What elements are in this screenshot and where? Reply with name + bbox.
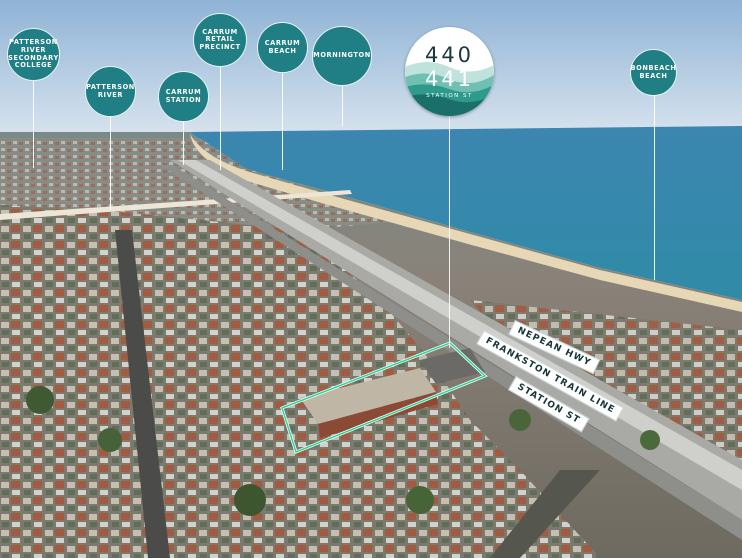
pin-carrum-station: CARRUM STATION — [158, 71, 209, 122]
brand-number-top: 440 — [424, 43, 475, 67]
pin-label: PATTERSON RIVER — [86, 82, 135, 99]
pin-label: BONBEACH BEACH — [630, 63, 677, 80]
pin-stem — [654, 94, 655, 280]
pin-label: CARRUM BEACH — [264, 38, 301, 55]
pin-stem — [183, 120, 184, 165]
pin-stem — [282, 72, 283, 170]
pin-stem — [220, 66, 221, 170]
brand-number-bottom: 441 — [424, 67, 475, 91]
pin-carrum-beach: CARRUM BEACH — [257, 22, 308, 73]
pin-label: CARRUM STATION — [165, 87, 202, 104]
pin-carrum-retail-precinct: CARRUM RETAIL PRECINCT — [193, 13, 247, 67]
pin-stem — [33, 80, 34, 168]
pin-label: MORNINGTON — [313, 51, 371, 60]
pin-patterson-river: PATTERSON RIVER — [85, 66, 136, 117]
pin-stem — [449, 116, 450, 348]
pin-mornington: MORNINGTON — [312, 26, 372, 86]
pin-stem — [110, 114, 111, 210]
wave-graphic — [405, 62, 494, 116]
pin-stem — [342, 84, 343, 126]
pin-label: PATTERSON RIVER SECONDARY COLLEGE — [8, 38, 59, 70]
pin-patterson-river-secondary-college: PATTERSON RIVER SECONDARY COLLEGE — [7, 28, 60, 81]
pin-label: CARRUM RETAIL PRECINCT — [199, 27, 241, 51]
brand-logo-badge: 440 441 STATION ST — [405, 27, 494, 116]
brand-tagline: STATION ST — [426, 93, 473, 99]
pin-bonbeach-beach: BONBEACH BEACH — [630, 49, 677, 96]
